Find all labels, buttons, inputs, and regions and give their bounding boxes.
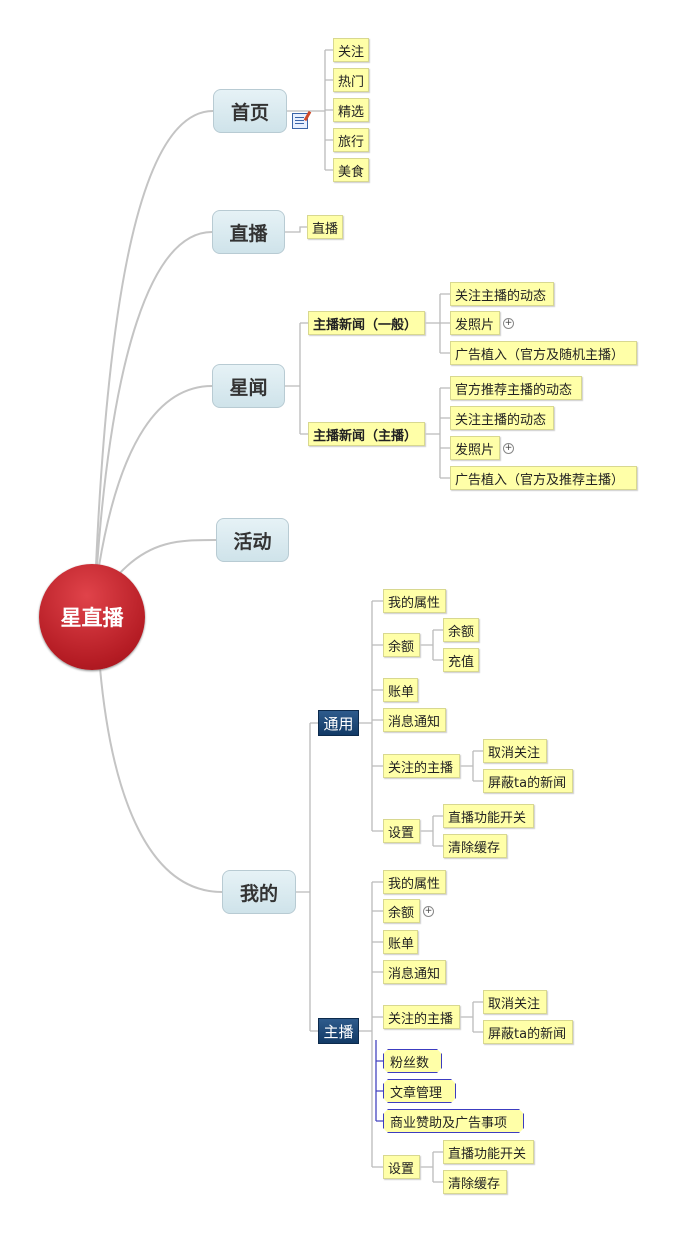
node-anchor-live-switch[interactable]: 直播功能开关 [443,1140,534,1164]
node-news-anchor[interactable]: 主播新闻（主播） [308,422,425,446]
node-common-balance[interactable]: 余额 [383,633,420,657]
node-home-follow[interactable]: 关注 [333,38,369,62]
node-mine[interactable]: 我的 [222,870,296,914]
node-common-clear-cache[interactable]: 清除缓存 [443,834,507,858]
node-common-unfollow[interactable]: 取消关注 [483,739,547,763]
node-anchor-clear-cache[interactable]: 清除缓存 [443,1170,507,1194]
node-anchor-settings[interactable]: 设置 [383,1155,420,1179]
node-news-general-ads[interactable]: 广告植入（官方及随机主播） [450,341,637,365]
node-home-travel[interactable]: 旅行 [333,128,369,152]
node-common-recharge[interactable]: 充值 [443,648,479,672]
node-news-general[interactable]: 主播新闻（一般） [308,311,425,335]
node-common-follow[interactable]: 关注的主播 [383,754,460,778]
node-anchor-unfollow[interactable]: 取消关注 [483,990,547,1014]
node-anchor-fans[interactable]: 粉丝数 [383,1049,442,1073]
node-common-block[interactable]: 屏蔽ta的新闻 [483,769,573,793]
node-home[interactable]: 首页 [213,89,287,133]
node-anchor-block[interactable]: 屏蔽ta的新闻 [483,1020,573,1044]
node-activity[interactable]: 活动 [216,518,289,562]
node-home-featured[interactable]: 精选 [333,98,369,122]
node-news-general-photo[interactable]: 发照片 [450,311,500,335]
node-common-notice[interactable]: 消息通知 [383,708,446,732]
node-live[interactable]: 直播 [212,210,285,254]
expand-icon[interactable]: + [503,443,514,454]
expand-icon[interactable]: + [503,318,514,329]
node-anchor-bill[interactable]: 账单 [383,930,418,954]
node-common-balance-view[interactable]: 余额 [443,618,479,642]
node-common-settings[interactable]: 设置 [383,819,420,843]
node-anchor-attr[interactable]: 我的属性 [383,870,446,894]
node-mine-common[interactable]: 通用 [318,710,359,736]
note-icon[interactable] [292,113,308,129]
node-news-general-follow[interactable]: 关注主播的动态 [450,282,554,306]
node-news[interactable]: 星闻 [212,364,285,408]
node-home-hot[interactable]: 热门 [333,68,369,92]
node-home-food[interactable]: 美食 [333,158,369,182]
node-common-live-switch[interactable]: 直播功能开关 [443,804,534,828]
node-news-anchor-photo[interactable]: 发照片 [450,436,500,460]
node-anchor-business[interactable]: 商业赞助及广告事项 [383,1109,524,1133]
root-node[interactable]: 星直播 [39,564,145,670]
node-live-child[interactable]: 直播 [307,215,343,239]
node-news-anchor-follow[interactable]: 关注主播的动态 [450,406,554,430]
node-anchor-articles[interactable]: 文章管理 [383,1079,456,1103]
node-news-anchor-recommended[interactable]: 官方推荐主播的动态 [450,376,582,400]
node-anchor-balance[interactable]: 余额 [383,899,420,923]
node-common-bill[interactable]: 账单 [383,678,418,702]
node-anchor-follow[interactable]: 关注的主播 [383,1005,460,1029]
expand-icon[interactable]: + [423,906,434,917]
node-mine-anchor[interactable]: 主播 [318,1018,359,1044]
node-common-attr[interactable]: 我的属性 [383,589,446,613]
node-news-anchor-ads[interactable]: 广告植入（官方及推荐主播） [450,466,637,490]
node-anchor-notice[interactable]: 消息通知 [383,960,446,984]
